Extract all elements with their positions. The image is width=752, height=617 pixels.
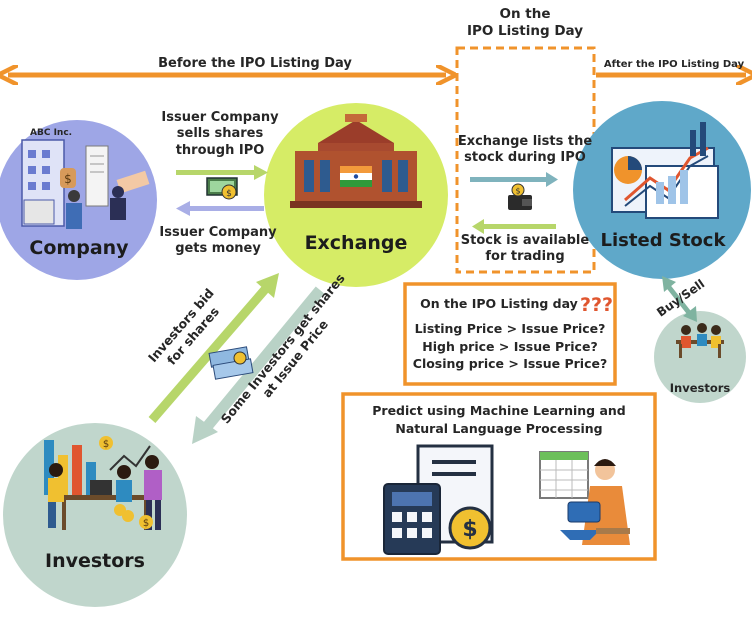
company-building-icon: $ [21, 139, 150, 229]
gets-money-arrow [176, 201, 264, 216]
on-listing-day-top-label: On the IPO Listing Day [466, 6, 584, 39]
on-listing-day-box-label: On the IPO Listing day [420, 296, 578, 311]
before-listing-label: Before the IPO Listing Day [158, 56, 352, 71]
issuer-sells-label: Issuer Company sells shares through IPO [161, 110, 279, 158]
svg-text:$: $ [226, 189, 232, 199]
company-label: Company [29, 237, 129, 259]
issuer-money-label: Issuer Company gets money [159, 225, 277, 257]
small-investors-circle [654, 311, 746, 403]
investors-group-icon: $ $ [44, 436, 162, 530]
svg-text:$: $ [103, 439, 109, 450]
exchange-building-icon [290, 114, 422, 208]
buy-sell-arrow [662, 276, 697, 322]
small-investors-icon [676, 323, 724, 358]
listed-stock-label: Listed Stock [600, 230, 726, 251]
wallet-icon: $ [508, 183, 532, 210]
analyst-spreadsheet-icon [539, 451, 630, 545]
svg-text:$: $ [143, 518, 149, 529]
listing-questions: Listing Price > Issue Price? High price … [408, 320, 612, 373]
svg-text:$: $ [64, 172, 72, 186]
prediction-box [341, 392, 657, 561]
svg-text:$: $ [515, 187, 520, 196]
exchange-label: Exchange [304, 232, 408, 254]
money-icon: $ [206, 177, 238, 200]
predict-label: Predict using Machine Learning and Natur… [372, 403, 626, 436]
calculator-document-icon: $ [383, 444, 494, 555]
question-marks: ??? [580, 294, 613, 316]
listing-day-dashed-box [455, 46, 596, 274]
stock-available-label: Stock is available for trading [460, 233, 590, 265]
question-high-price: High price > Issue Price? [422, 338, 598, 354]
svg-text:$: $ [462, 517, 477, 542]
small-investors-label: Investors [669, 381, 731, 395]
listing-questions-box [403, 282, 617, 386]
stock-available-arrow [472, 219, 556, 234]
question-closing-price: Closing price > Issue Price? [412, 356, 608, 371]
after-listing-label: After the IPO Listing Day [603, 59, 745, 70]
exchange-lists-label: Exchange lists the stock during IPO [457, 134, 593, 166]
exchange-lists-arrow [470, 172, 558, 187]
stock-chart-icon [611, 122, 719, 219]
question-listing-price: Listing Price > Issue Price? [414, 321, 606, 336]
sells-shares-arrow [176, 165, 268, 180]
get-shares-arrow [192, 286, 325, 444]
cash-icon [208, 346, 254, 380]
investors-large-label: Investors [45, 550, 145, 572]
abc-inc-label: ABC Inc. [30, 128, 73, 138]
